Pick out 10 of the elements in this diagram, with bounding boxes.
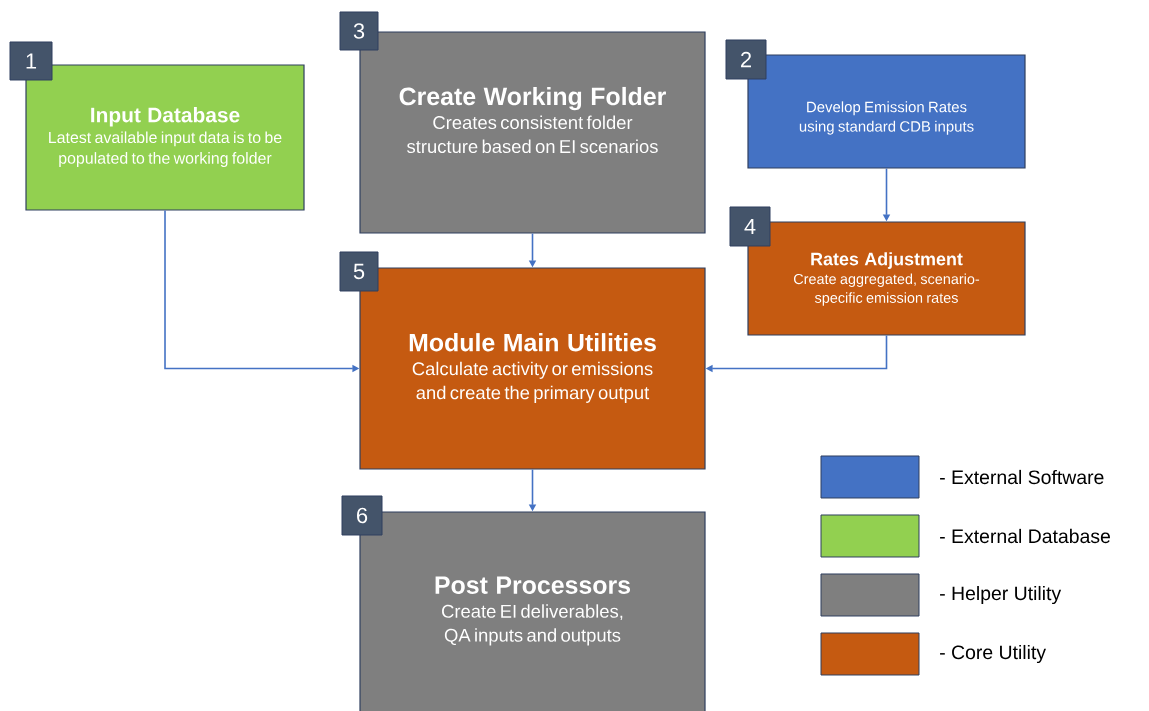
legend-label: - Helper Utility [940, 585, 1062, 605]
legend-label: - Core Utility [940, 644, 1046, 664]
number-badge: 1 [9, 41, 53, 81]
number-badge: 2 [725, 39, 767, 80]
legend-label: - External Software [940, 469, 1104, 485]
number-badge: 6 [341, 495, 383, 536]
legend-label: - External Database [940, 528, 1110, 544]
number-badge: 4 [729, 206, 771, 247]
number-badge: 5 [339, 251, 379, 292]
number-badge: 3 [339, 11, 379, 51]
